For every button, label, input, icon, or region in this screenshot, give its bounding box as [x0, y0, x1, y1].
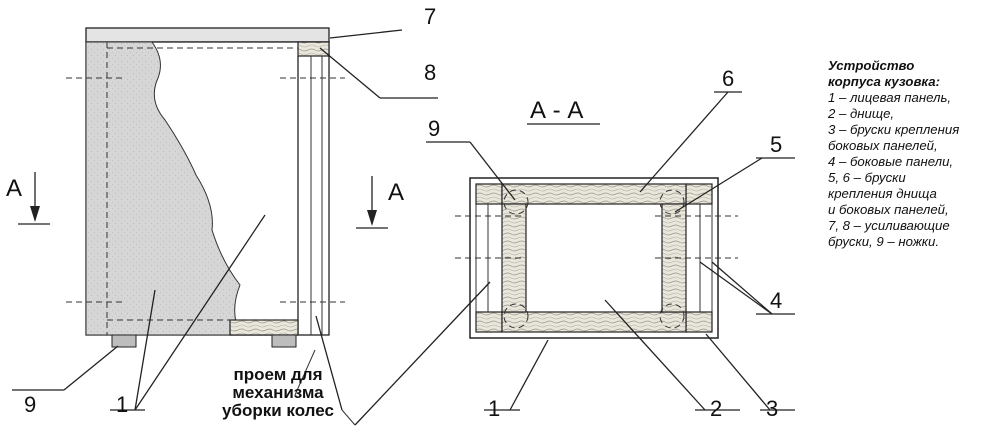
opening-note: проем для механизма уборки колес	[222, 365, 334, 420]
front-view	[66, 27, 345, 348]
long-bar-bottom	[501, 311, 687, 333]
leg-hidden-tr	[659, 189, 685, 215]
long-bar-top	[501, 183, 687, 205]
callout-9-left: 9	[24, 392, 36, 417]
leg-hidden-bl	[503, 303, 529, 329]
section-view	[455, 177, 738, 339]
callout-4: 4	[770, 288, 782, 313]
leg-hidden-br	[659, 303, 685, 329]
leg-right	[271, 334, 297, 348]
legend-item: 4 – боковые панели,	[828, 154, 954, 169]
note-line-1: проем для	[233, 365, 322, 384]
note-line-2: механизма	[232, 383, 324, 402]
legend-title-2: корпуса кузовка:	[828, 74, 941, 89]
legend-item: 2 – днище,	[828, 106, 895, 121]
leg-left	[111, 334, 137, 348]
legend-item: 1 – лицевая панель,	[828, 90, 952, 105]
corner-bar-tr	[685, 183, 713, 205]
top-board	[85, 27, 330, 43]
legend-item: 3 – бруски крепления	[828, 122, 960, 137]
legend-item: 5, 6 – бруски	[828, 170, 906, 185]
reinforcing-bar-top	[297, 41, 330, 57]
section-marker-left: А	[6, 172, 50, 225]
callout-3: 3	[766, 396, 778, 421]
callout-9-section: 9	[428, 116, 440, 141]
leg-hidden-tl	[503, 189, 529, 215]
callout-1-left: 1	[116, 392, 128, 417]
section-letter-left: А	[6, 175, 22, 202]
section-letter-right: А	[388, 179, 404, 206]
legend-item: бруски, 9 – ножки.	[828, 234, 939, 249]
corner-bar-bl	[475, 311, 503, 333]
legend-item: и боковых панелей,	[828, 202, 949, 217]
legend-item: крепления днища	[828, 186, 937, 201]
legend: Устройство корпуса кузовка: 1 – лицевая …	[828, 58, 997, 250]
legend-title-1: Устройство	[828, 58, 915, 73]
legend-item: боковых панелей,	[828, 138, 938, 153]
callout-7: 7	[424, 4, 436, 29]
section-title: А - А	[530, 97, 583, 124]
callout-6: 6	[722, 66, 734, 91]
section-marker-right: А	[356, 176, 404, 229]
bottom-board	[229, 319, 299, 336]
callout-2: 2	[710, 396, 722, 421]
front-panel	[85, 41, 241, 336]
note-line-3: уборки колес	[222, 401, 334, 420]
callout-5: 5	[770, 132, 782, 157]
leader-lines	[12, 29, 795, 426]
corner-bar-tl	[475, 183, 503, 205]
callout-numbers: 7 8 9 1 9 6 5 4 1 2 3	[24, 4, 782, 421]
callout-8: 8	[424, 60, 436, 85]
corner-bar-br	[685, 311, 713, 333]
legend-item: 7, 8 – усиливающие	[828, 218, 950, 233]
callout-1-section: 1	[488, 396, 500, 421]
